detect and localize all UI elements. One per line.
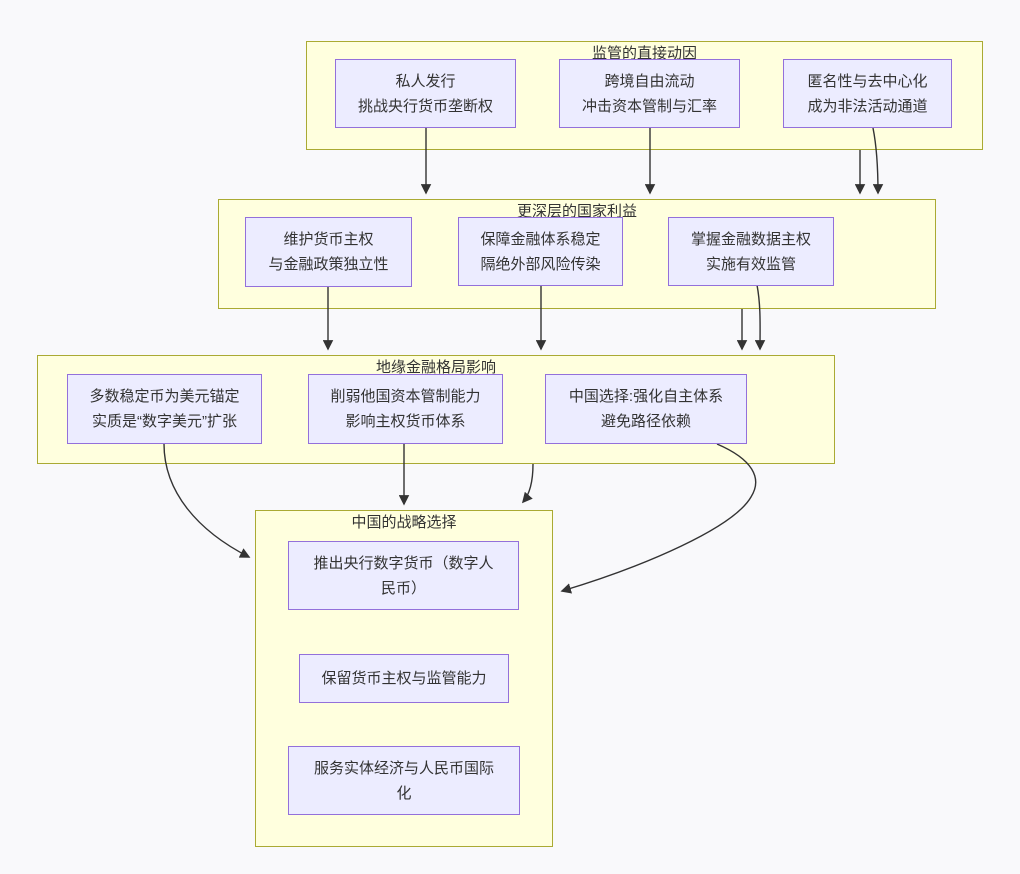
cluster-title-geofinancial-impact: 地缘金融格局影响 xyxy=(375,359,496,376)
node-stablecoin-dollar-anchor: 多数稳定币为美元锚定 实质是“数字美元”扩张 xyxy=(67,374,262,444)
node-private-issuance: 私人发行 挑战央行货币垄断权 xyxy=(335,59,516,128)
node-text-line: 服务实体经济与人民币国际 xyxy=(313,759,494,777)
node-text-line: 维护货币主权 xyxy=(283,231,374,248)
node-text-line: 避免路径依赖 xyxy=(600,413,691,430)
edge-china-autonomy-to-china-choice xyxy=(560,443,757,594)
node-serve-real-economy: 服务实体经济与人民币国际 化 xyxy=(288,746,520,815)
node-launch-cbdc: 推出央行数字货币（数字人 民币） xyxy=(288,541,519,610)
node-text-line: 民币） xyxy=(380,579,426,597)
node-china-choice-autonomy: 中国选择:强化自主体系 避免路径依赖 xyxy=(545,374,747,444)
node-text-line: 多数稳定币为美元锚定 xyxy=(89,388,240,405)
node-financial-data-sovereignty: 掌握金融数据主权 实施有效监管 xyxy=(668,217,834,286)
cluster-title-deeper-national-interests: 更深层的国家利益 xyxy=(516,203,637,220)
cluster-title-china-strategic-choice: 中国的战略选择 xyxy=(351,514,457,531)
node-text-line: 跨境自由流动 xyxy=(604,72,695,90)
node-text-line: 掌握金融数据主权 xyxy=(690,230,811,248)
node-anonymity-decentralization: 匿名性与去中心化 成为非法活动通道 xyxy=(783,59,952,128)
node-text-line: 化 xyxy=(396,784,412,802)
node-financial-system-stability: 保障金融体系稳定 隔绝外部风险传染 xyxy=(458,217,623,286)
node-text-line: 匿名性与去中心化 xyxy=(807,72,928,90)
node-text-line: 保留货币主权与监管能力 xyxy=(321,670,487,687)
edge-geofinancial-cluster-to-china-choice xyxy=(521,463,534,504)
node-text-line: 中国选择:强化自主体系 xyxy=(568,388,724,405)
node-text-line: 私人发行 xyxy=(395,72,456,90)
node-weaken-capital-controls: 削弱他国资本管制能力 影响主权货币体系 xyxy=(308,374,503,444)
node-text-line: 成为非法活动通道 xyxy=(807,97,928,115)
node-retain-sovereignty-regulation: 保留货币主权与监管能力 xyxy=(299,654,509,703)
node-text-line: 冲击资本管制与汇率 xyxy=(581,97,717,115)
node-text-line: 实施有效监管 xyxy=(705,255,796,273)
node-text-line: 推出央行数字货币（数字人 xyxy=(313,554,494,572)
node-text-line: 削弱他国资本管制能力 xyxy=(330,388,481,405)
node-text-line: 实质是“数字美元”扩张 xyxy=(92,413,237,430)
node-text-line: 挑战央行货币垄断权 xyxy=(357,97,493,115)
node-text-line: 与金融政策独立性 xyxy=(268,256,389,273)
node-monetary-sovereignty: 维护货币主权 与金融政策独立性 xyxy=(245,217,412,287)
node-text-line: 影响主权货币体系 xyxy=(345,413,466,430)
cluster-title-direct-regulatory-motives: 监管的直接动因 xyxy=(591,45,697,62)
node-cross-border-flow: 跨境自由流动 冲击资本管制与汇率 xyxy=(559,59,740,128)
node-text-line: 保障金融体系稳定 xyxy=(480,230,601,248)
node-text-line: 隔绝外部风险传染 xyxy=(480,255,601,273)
